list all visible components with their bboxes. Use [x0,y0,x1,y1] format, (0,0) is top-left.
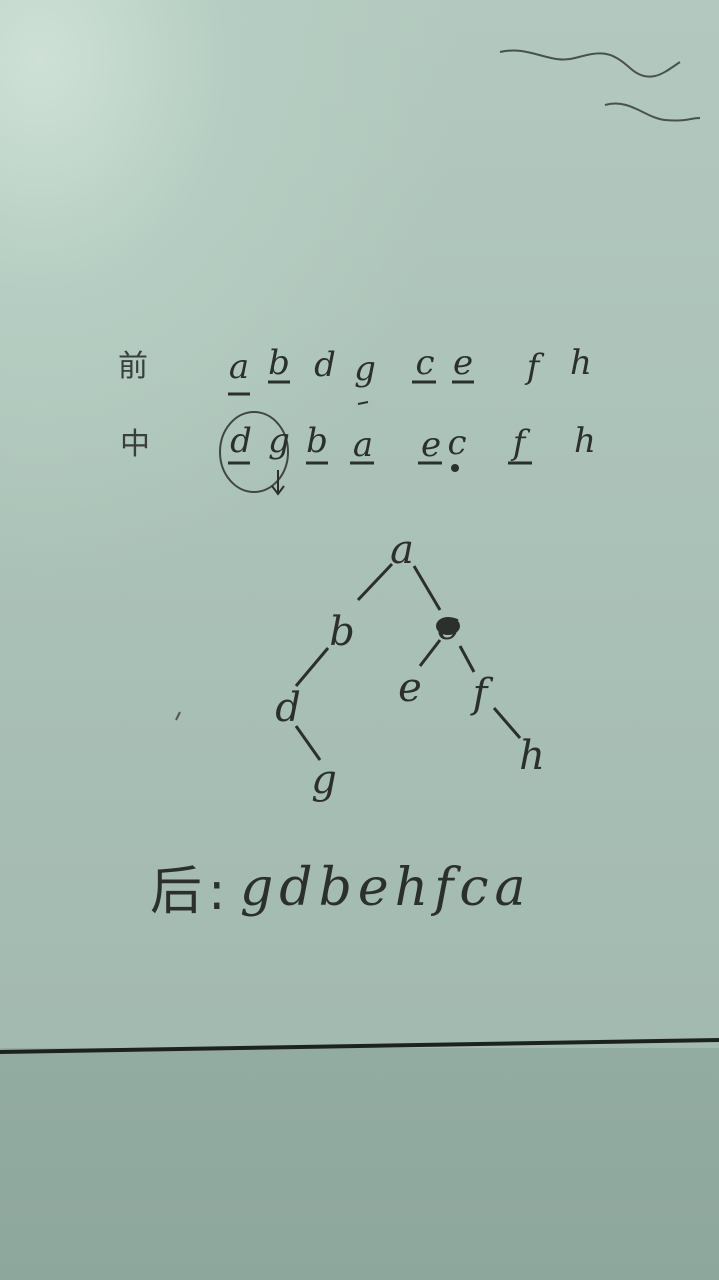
preorder-letter: f [526,347,540,387]
tick-pre-g [357,401,369,405]
edge-a-c [412,565,442,611]
inorder-letter: b [306,421,328,461]
table-edge-line [0,1038,719,1054]
preorder-letter: d [314,345,336,385]
edge-c-e [418,639,442,667]
preorder-letter: g [354,349,376,389]
tree-node: h [519,733,545,779]
postorder-label: 后: [150,862,232,922]
preorder-letter: c [415,343,435,383]
inorder-letter: e [420,425,442,465]
tree-node: b [329,609,355,655]
edge-a-b [356,562,394,602]
table-surface [0,1048,719,1280]
inorder-label: 中 [120,427,150,462]
edge-d-g [294,725,322,761]
tree-node: d [275,685,301,731]
tree-node: a [390,527,414,573]
smudge-c [436,617,460,635]
inorder-letter: a [352,425,374,465]
inorder-letter: h [574,421,596,461]
tree-node: f [472,671,488,717]
postorder-sequence: gdbehfca [240,858,532,918]
inorder-letter: d [230,421,252,461]
circle-dg [219,411,289,493]
arrow-down [271,470,285,496]
inorder-letter: c [447,423,467,463]
preorder-letter: h [570,343,592,383]
preorder-label: 前 [118,349,148,384]
tree-node: e [398,665,422,711]
edge-b-d [294,647,330,687]
edge-c-f [458,645,476,673]
inorder-letter: g [268,421,290,461]
doodle-wave-2 [604,102,701,122]
inorder-letter: f [512,423,526,463]
preorder-letter: b [268,343,290,383]
stray-mark [175,711,181,721]
preorder-letter: a [228,347,250,387]
tree-node: c [436,603,460,649]
preorder-letter: e [452,343,474,383]
doodle-wave-1 [499,49,681,78]
tree-node: g [311,757,337,803]
edge-f-h [492,707,522,739]
dot-in-c [451,464,459,472]
